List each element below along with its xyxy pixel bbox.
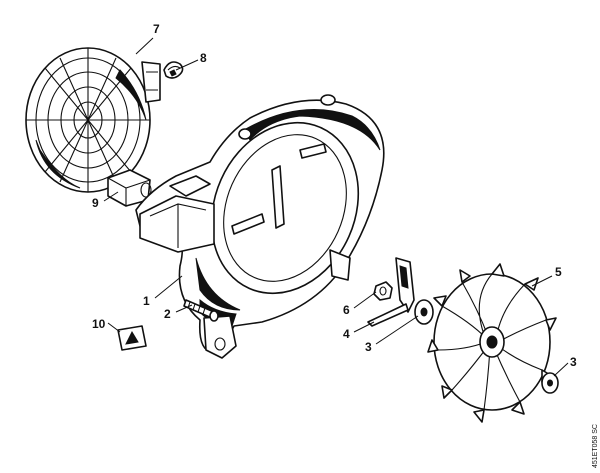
callout-2: 2: [164, 307, 171, 321]
part-warning-label: [117, 325, 147, 351]
callout-4: 4: [343, 327, 350, 341]
callout-7: 7: [153, 22, 160, 36]
part-mounting-block: [107, 169, 152, 207]
callout-6: 6: [343, 303, 350, 317]
part-nut: [373, 281, 393, 301]
part-screw: [183, 299, 219, 322]
callout-9: 9: [92, 196, 99, 210]
part-washer-upper: [414, 299, 434, 325]
callout-8: 8: [200, 51, 207, 65]
callout-numbers: 7 8 9 1 2 10 6 4 3 5 3: [92, 22, 577, 369]
part-spring-clip: [163, 61, 184, 79]
callout-5: 5: [555, 265, 562, 279]
part-intake-grille: [25, 47, 161, 193]
leader-lines: [103, 37, 569, 377]
callout-3-lower: 3: [570, 355, 577, 369]
drawing-code: 451ET058 SC: [592, 424, 599, 468]
part-fan-wheel: [427, 263, 557, 423]
callout-10: 10: [92, 317, 106, 331]
part-washer-lower: [541, 372, 559, 394]
part-magneto-key: [367, 257, 415, 327]
callout-1: 1: [143, 294, 150, 308]
callout-3-upper: 3: [365, 340, 372, 354]
part-fan-housing: [135, 94, 385, 359]
